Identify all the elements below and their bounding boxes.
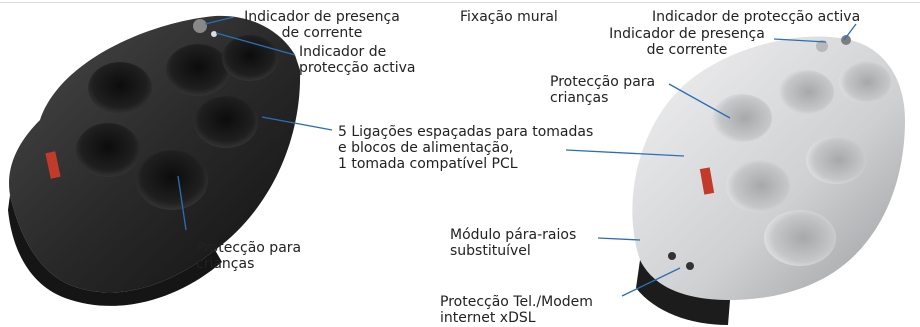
label-right-presence-indicator: Indicador de presença de corrente bbox=[609, 26, 765, 58]
protection-indicator-icon bbox=[211, 31, 217, 37]
label-surge-module: Módulo pára-raios substituível bbox=[450, 227, 577, 259]
label-left-protection-indicator: Indicador de protecção activa bbox=[299, 44, 416, 76]
brand-badge-icon bbox=[699, 167, 715, 195]
leader-lines bbox=[177, 16, 857, 297]
label-left-child-protection: Protecção para crianças bbox=[196, 240, 302, 272]
dark-power-strip bbox=[8, 15, 301, 306]
presence-indicator-icon bbox=[816, 40, 828, 52]
rj-port-icon bbox=[668, 252, 676, 260]
top-rule bbox=[0, 2, 920, 3]
label-left-presence-indicator: Indicador de presença de corrente bbox=[244, 9, 400, 41]
rj-port-icon bbox=[686, 262, 694, 270]
label-right-child-protection: Protecção para crianças bbox=[550, 74, 656, 106]
brand-badge-icon bbox=[45, 151, 61, 179]
label-right-protection-indicator: Indicador de protecção activa bbox=[652, 9, 861, 25]
label-modem-protection: Protecção Tel./Modem internet xDSL bbox=[440, 294, 593, 326]
protection-indicator-icon bbox=[841, 35, 851, 45]
presence-indicator-icon bbox=[193, 19, 207, 33]
label-wall-mount: Fixação mural bbox=[460, 9, 558, 25]
label-outlets-description: 5 Ligações espaçadas para tomadas e bloc… bbox=[338, 124, 594, 172]
light-power-strip bbox=[632, 35, 905, 325]
